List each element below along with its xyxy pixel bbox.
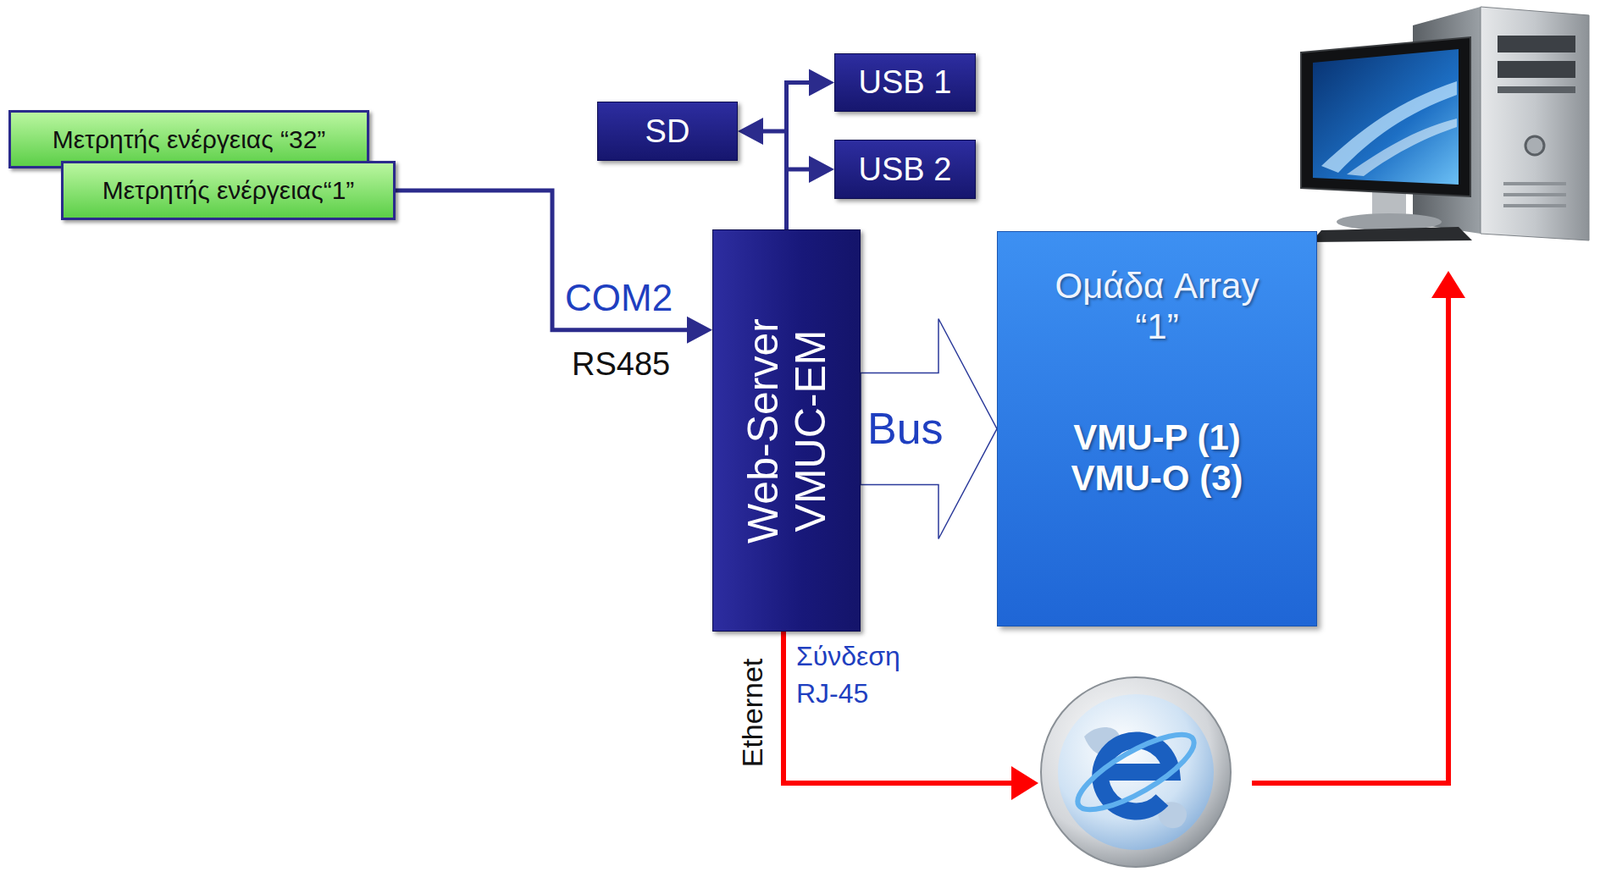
node-label: Ομάδα Array “1” — [1029, 265, 1285, 349]
connector — [786, 155, 836, 230]
globe-rim — [1040, 677, 1231, 868]
arrow-head — [1011, 766, 1039, 801]
wire — [761, 131, 787, 230]
connector — [860, 319, 997, 540]
node-label: Web-Server VMUC-EM — [739, 270, 835, 593]
arrow-head — [737, 117, 764, 145]
vent — [1503, 193, 1567, 197]
link-label: Ethernet — [736, 658, 769, 769]
link-label: RJ-45 — [796, 679, 869, 709]
browser-globe-icon — [1040, 677, 1231, 868]
node-label: Μετρητής ενέργειας “32” — [52, 125, 327, 155]
wire — [786, 169, 812, 230]
keyboard — [1311, 226, 1473, 243]
arrow-head — [1431, 271, 1466, 299]
vent — [1503, 182, 1567, 186]
wire — [395, 190, 689, 331]
arrow-head — [808, 69, 835, 97]
node-label: Μετρητής ενέργειας“1” — [102, 176, 355, 205]
arrow-head — [686, 316, 713, 344]
drive-bay — [1497, 60, 1576, 78]
usb-box: USB 1 — [834, 53, 976, 112]
drive-bay — [1497, 35, 1576, 53]
computer-illustration — [1301, 6, 1589, 243]
red-wire — [783, 631, 1014, 784]
browser-orbit — [1068, 721, 1203, 824]
node-label: SD — [645, 113, 691, 150]
globe — [1057, 694, 1214, 851]
drive-bay — [1497, 86, 1576, 94]
protocol-label: RS485 — [571, 347, 670, 383]
bus-arrow — [860, 319, 997, 540]
vent — [1503, 204, 1567, 208]
port-label: COM2 — [564, 277, 673, 319]
energy-meter-box: Μετρητής ενέργειας “32” — [8, 110, 370, 169]
node-label: USB 2 — [858, 151, 953, 189]
power-button — [1525, 136, 1545, 156]
energy-meter-box: Μετρητής ενέργειας“1” — [60, 160, 396, 221]
connector — [737, 117, 787, 230]
tower-front — [1480, 6, 1589, 241]
wire — [786, 83, 812, 231]
screen-swoosh — [1346, 118, 1457, 177]
storage-box: SD — [597, 101, 738, 161]
connector — [395, 190, 713, 344]
edge-label: Bus — [867, 404, 944, 454]
monitor-bezel — [1301, 37, 1471, 197]
usb-box: USB 2 — [834, 139, 976, 200]
web-server-box: Web-Server VMUC-EM — [712, 229, 861, 632]
monitor-screen — [1312, 49, 1459, 185]
node-label: USB 1 — [858, 64, 953, 101]
array-group-box: Ομάδα Array “1” VMU-P (1) VMU-O (3) — [996, 231, 1318, 627]
node-label: VMU-P (1) VMU-O (3) — [1042, 417, 1272, 500]
connector — [786, 69, 836, 231]
link-label: Σύνδεση — [796, 642, 901, 672]
arrow-head — [808, 155, 835, 183]
